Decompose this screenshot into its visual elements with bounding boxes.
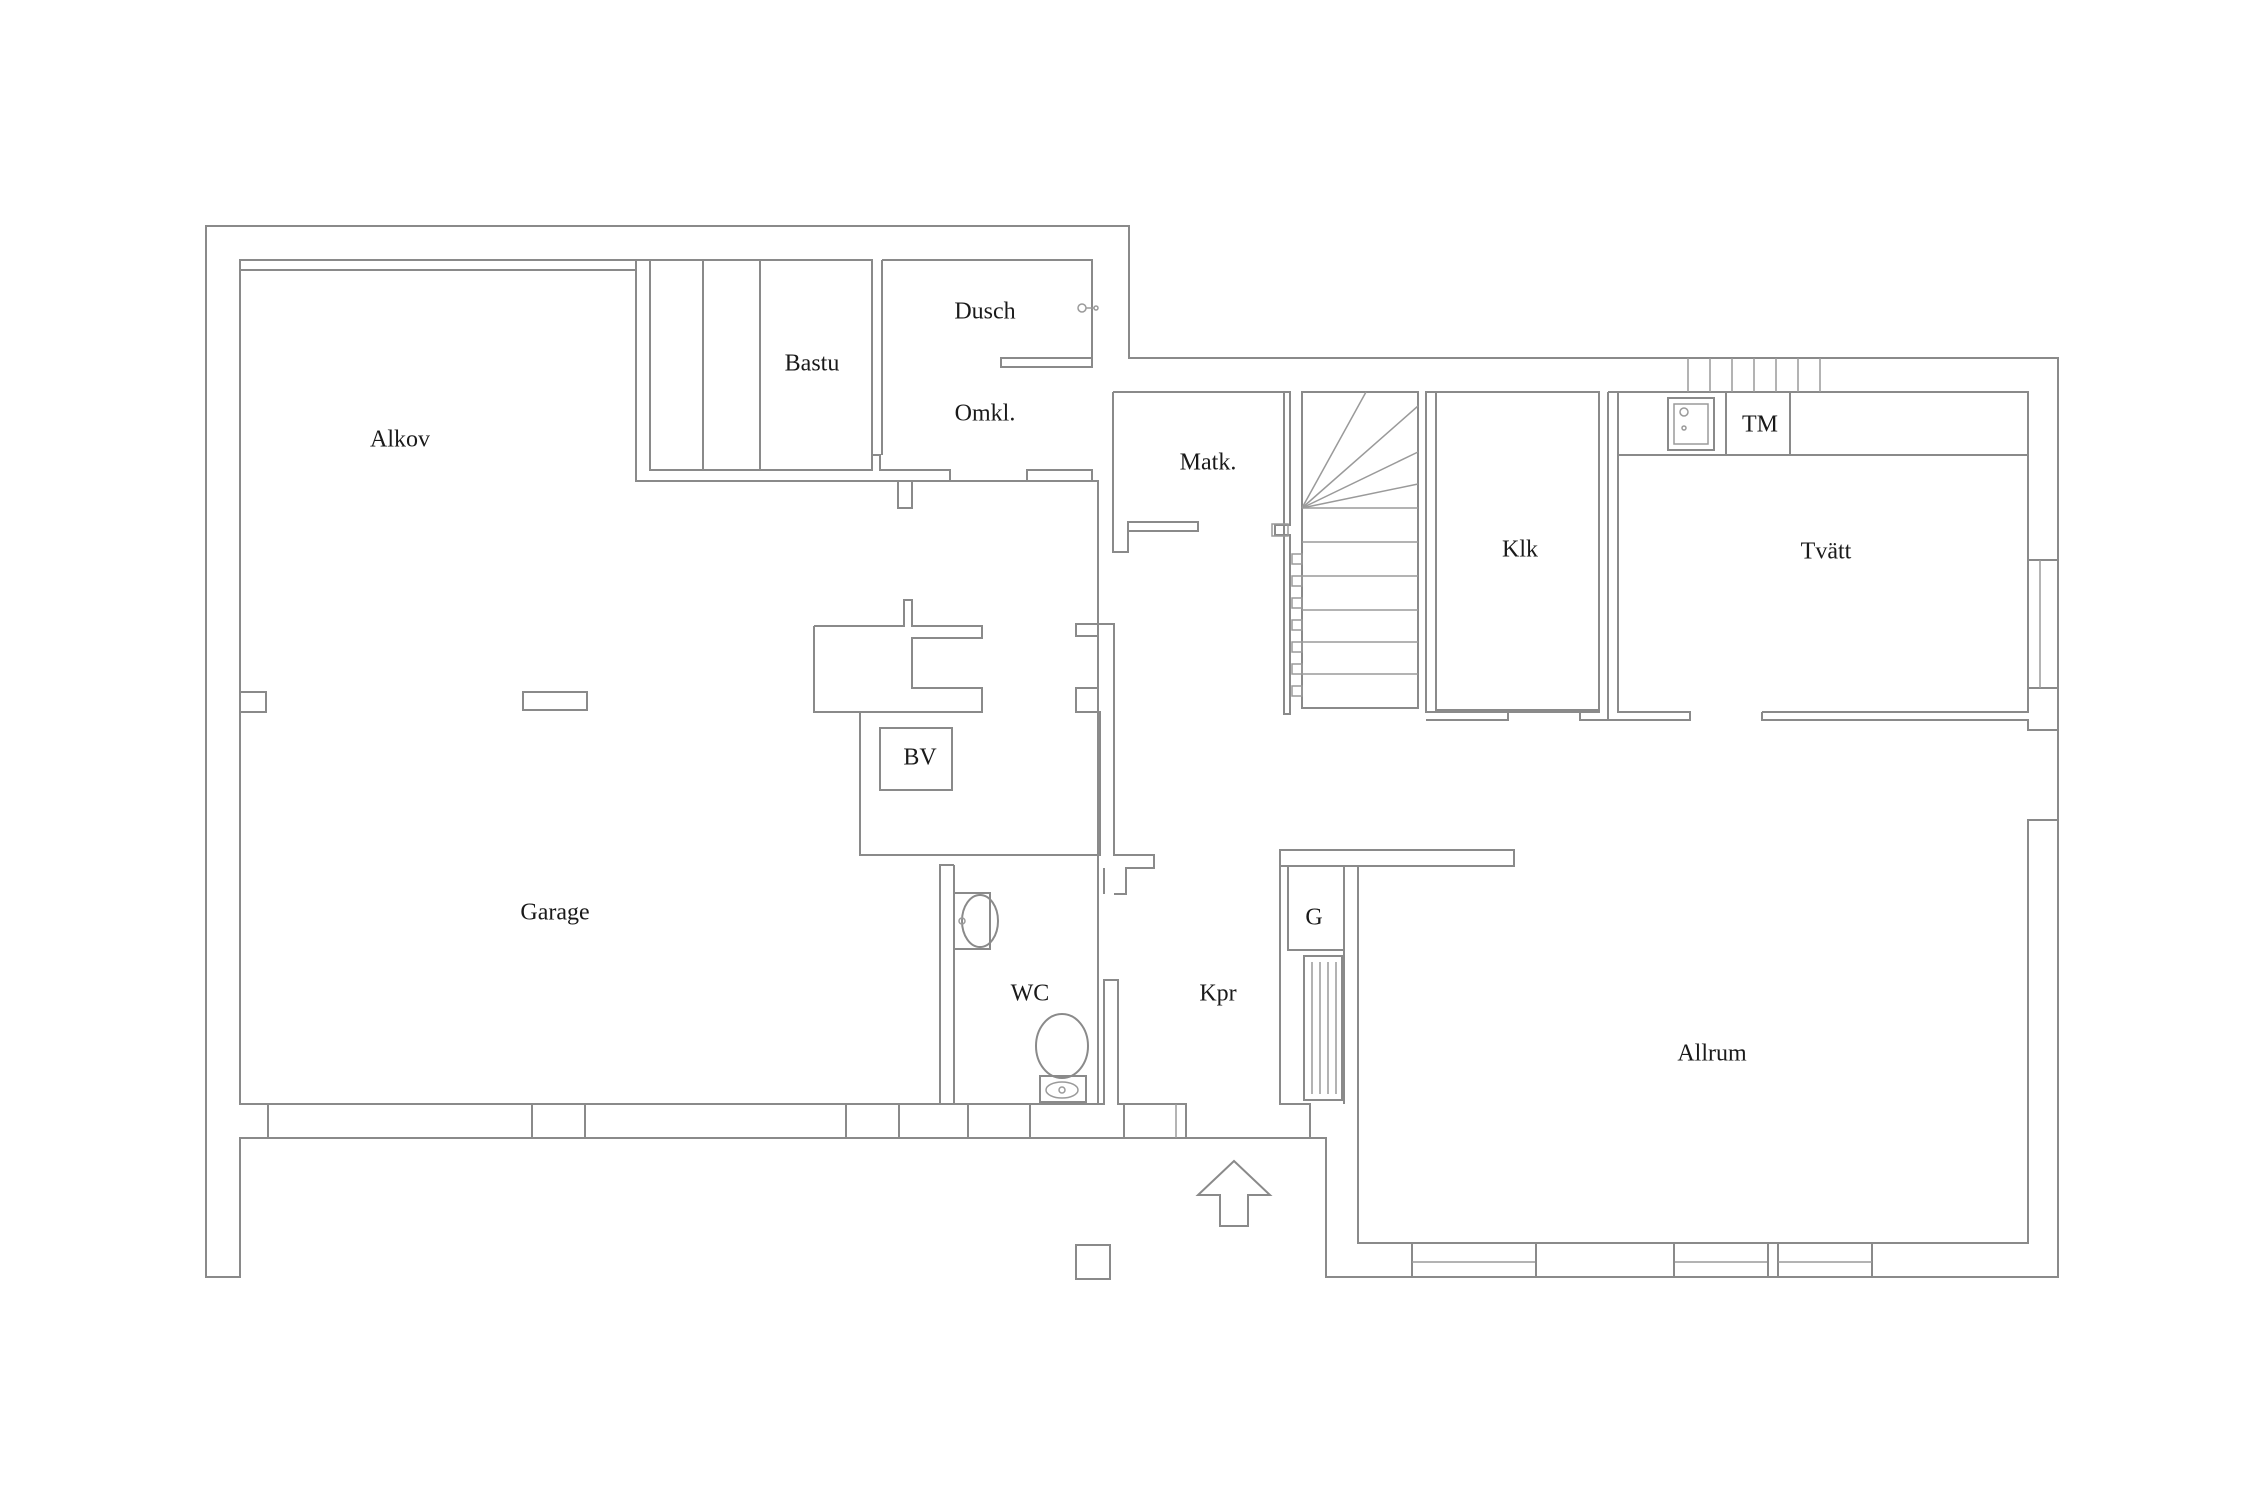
- radiator-icon: [1303, 955, 1343, 1101]
- room-label-kpr: Kpr: [1199, 981, 1236, 1007]
- room-label-bv: BV: [903, 745, 937, 771]
- matk-walls: [1112, 391, 1291, 715]
- room-label-g: G: [1305, 905, 1322, 931]
- utility-sink-icon: [1667, 397, 1715, 451]
- room-label-garage: Garage: [520, 900, 589, 926]
- room-label-bastu: Bastu: [785, 351, 840, 377]
- room-label-matk: Matk.: [1180, 450, 1237, 476]
- staircase-icon: [1271, 391, 1419, 709]
- outdoor-post: [1075, 1244, 1111, 1280]
- room-label-tvatt: Tvätt: [1801, 539, 1852, 565]
- allrum-walls: [1357, 819, 2058, 1278]
- room-label-omkl: Omkl.: [955, 401, 1016, 427]
- room-labels: Alkov Bastu Dusch Omkl. Matk. Klk TM Tvä…: [370, 299, 1852, 1067]
- bv-block: [813, 599, 1155, 895]
- shower-head-icon: [1077, 303, 1099, 313]
- room-label-tm: TM: [1742, 412, 1778, 438]
- outer-walls: [205, 225, 2059, 1278]
- room-label-dusch: Dusch: [954, 299, 1015, 325]
- sink-icon: [953, 892, 999, 950]
- room-label-klk: Klk: [1502, 537, 1538, 563]
- klk-tvatt-walls: [1425, 358, 2059, 731]
- entrance-arrow-icon: [1195, 1159, 1273, 1227]
- toilet-icon: [1035, 1013, 1089, 1103]
- room-label-alkov: Alkov: [370, 427, 430, 453]
- room-label-allrum: Allrum: [1677, 1041, 1747, 1067]
- sauna-shower-block: [635, 259, 1093, 509]
- wc-walls: [953, 865, 1187, 1139]
- room-label-wc: WC: [1011, 981, 1050, 1007]
